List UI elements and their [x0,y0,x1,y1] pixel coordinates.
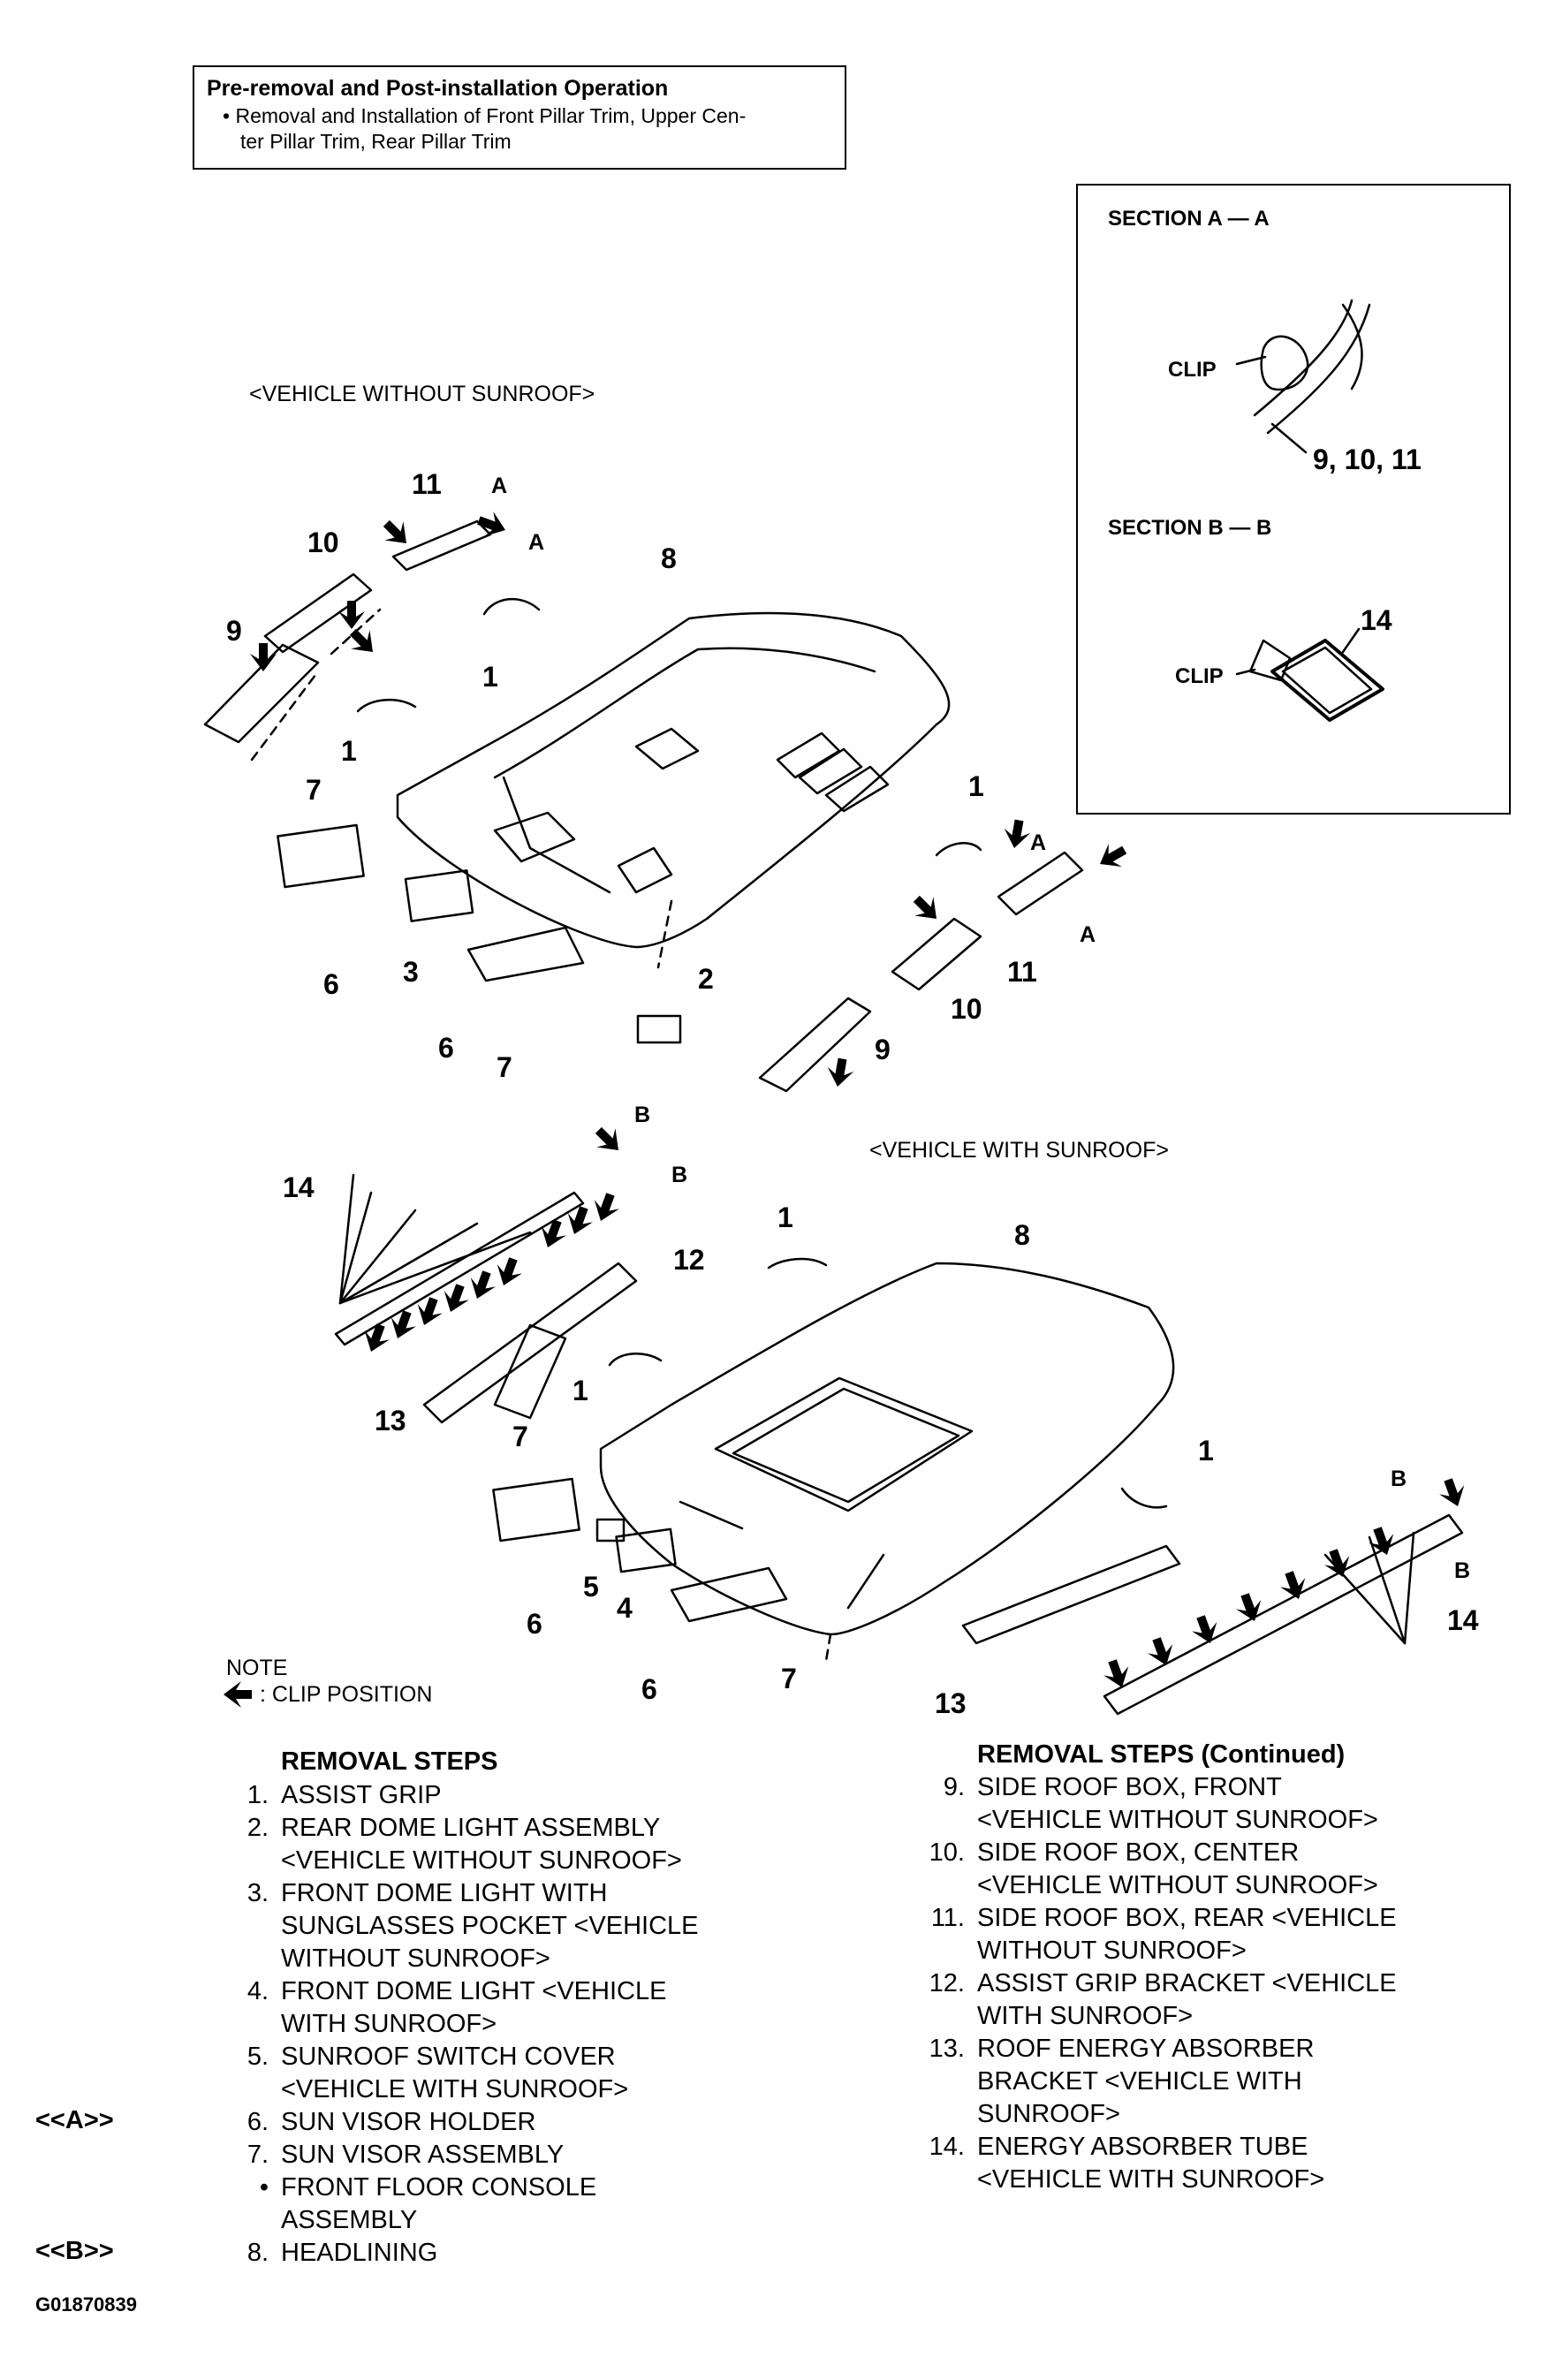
step-text: REAR DOME LIGHT ASSEMBLY <VEHICLE WITHOU… [281,1814,682,1875]
step-text: FRONT FLOOR CONSOLE ASSEMBLY [281,2173,597,2234]
top-section-mark-a1: A [491,474,508,498]
step-text: SUNROOF SWITCH COVER <VEHICLE WITH SUNRO… [281,2043,629,2103]
step-number: 12. [929,1969,965,1997]
top-label-7b: 7 [497,1051,512,1083]
top-diagram-caption: <VEHICLE WITHOUT SUNROOF> [249,382,595,406]
bottom-label-4: 4 [617,1592,633,1624]
step-text: FRONT DOME LIGHT <VEHICLE WITH SUNROOF> [281,1977,667,2038]
top-label-10: 10 [307,527,339,558]
step-number: 11. [930,1904,965,1932]
step-text: SUN VISOR ASSEMBLY [281,2141,565,2169]
bottom-diagram-caption: <VEHICLE WITH SUNROOF> [869,1138,1169,1163]
bottom-label-13b: 13 [935,1687,967,1719]
figure-code: G01870839 [35,2293,137,2316]
section-b-part-label: 14 [1361,604,1392,636]
step-number: 5. [246,2043,269,2071]
top-label-3: 3 [403,956,419,988]
step-number: 9. [943,1773,965,1801]
step-text: SIDE ROOF BOX, CENTER <VEHICLE WITHOUT S… [977,1838,1378,1899]
top-section-mark-a3: A [1030,830,1047,855]
top-label-11b: 11 [1007,956,1037,988]
top-label-8: 8 [661,542,677,574]
bottom-section-mark-b3: B [1391,1467,1407,1491]
bottom-section-mark-b4: B [1454,1558,1471,1583]
step-bullet: • [259,2173,269,2202]
bottom-label-14b: 14 [1447,1604,1479,1636]
top-label-1a: 1 [482,661,498,693]
side-mark-b: <<B>> [35,2237,114,2265]
top-label-2: 2 [698,963,714,995]
step-number: 3. [246,1879,269,1907]
bottom-label-6a: 6 [527,1608,542,1640]
step-number: 8. [246,2239,269,2267]
section-b-title: SECTION B — B [1108,516,1272,540]
step-text: SUN VISOR HOLDER [281,2108,536,2136]
headlining-with-sunroof [599,1262,1175,1663]
pre-removal-item-line2: ter Pillar Trim, Rear Pillar Trim [240,130,512,153]
top-label-7a: 7 [306,774,322,806]
bottom-label-6b: 6 [641,1673,657,1705]
section-b-clip-drawing [1235,627,1384,722]
side-mark-a: <<A>> [35,2106,114,2134]
step-number: 13. [929,2035,965,2063]
step-text: HEADLINING [281,2239,438,2267]
bottom-label-7a: 7 [512,1421,528,1452]
step-text: SIDE ROOF BOX, REAR <VEHICLE WITHOUT SUN… [977,1904,1397,1965]
bottom-energy-absorber [334,1173,1464,1716]
bottom-label-7b: 7 [781,1663,797,1694]
step-number: 14. [929,2133,965,2161]
bottom-section-mark-b2: B [671,1163,688,1187]
pre-removal-title: Pre-removal and Post-installation Operat… [207,76,669,101]
top-label-10b: 10 [951,993,982,1025]
section-detail-box [1076,184,1511,815]
step-number: 1. [246,1781,269,1809]
bottom-label-1a: 1 [777,1201,793,1233]
step-number: 7. [246,2141,269,2169]
top-small-parts [277,597,982,1044]
pre-removal-box: Pre-removal and Post-installation Operat… [193,65,846,170]
top-label-9b: 9 [875,1034,891,1065]
step-text: SIDE ROOF BOX, FRONT <VEHICLE WITHOUT SU… [977,1773,1378,1834]
step-text: FRONT DOME LIGHT WITH SUNGLASSES POCKET … [281,1879,699,1973]
pre-removal-item: • Removal and Installation of Front Pill… [223,104,747,153]
section-a-clip-drawing [1235,299,1371,454]
bottom-label-12: 12 [673,1244,705,1276]
section-a-title: SECTION A — A [1108,207,1270,231]
top-label-9: 9 [226,615,242,647]
bottom-label-14a: 14 [283,1171,315,1203]
pre-removal-item-line1: Removal and Installation of Front Pillar… [235,104,747,127]
section-b-clip-label: CLIP [1175,664,1224,688]
step-number: 4. [246,1977,269,2005]
step-number: 6. [246,2108,269,2136]
note-title: NOTE [226,1656,288,1680]
step-text: ENERGY ABSORBER TUBE <VEHICLE WITH SUNRO… [977,2133,1325,2194]
bottom-label-8: 8 [1014,1219,1030,1251]
top-section-mark-a4: A [1080,922,1096,947]
bottom-label-1c: 1 [1198,1435,1214,1467]
step-text: ASSIST GRIP [281,1781,442,1809]
section-a-clip-label: CLIP [1168,358,1217,382]
section-a-parts-label: 9, 10, 11 [1313,443,1422,475]
top-section-mark-a2: A [528,530,545,555]
top-label-6a: 6 [323,968,339,1000]
step-text: ASSIST GRIP BRACKET <VEHICLE WITH SUNROO… [977,1969,1397,2030]
step-number: 2. [246,1814,269,1842]
step-text: ROOF ENERGY ABSORBER BRACKET <VEHICLE WI… [977,2035,1315,2128]
bottom-label-5: 5 [583,1571,599,1603]
top-label-6b: 6 [438,1032,454,1064]
bottom-section-mark-b1: B [634,1103,651,1127]
top-label-11: 11 [412,468,442,500]
bottom-small-parts [492,1257,1168,1623]
bottom-label-13a: 13 [375,1405,406,1436]
clip-position-arrows [224,507,1471,1708]
bottom-label-1b: 1 [573,1375,588,1406]
removal-steps-continued-title: REMOVAL STEPS (Continued) [977,1740,1346,1769]
headlining-without-sunroof [396,611,951,969]
step-number: 10. [929,1838,965,1867]
top-label-1b: 1 [341,735,357,767]
removal-steps-title: REMOVAL STEPS [281,1747,498,1776]
note-clip-position: : CLIP POSITION [260,1682,433,1707]
top-label-1c: 1 [968,770,984,802]
